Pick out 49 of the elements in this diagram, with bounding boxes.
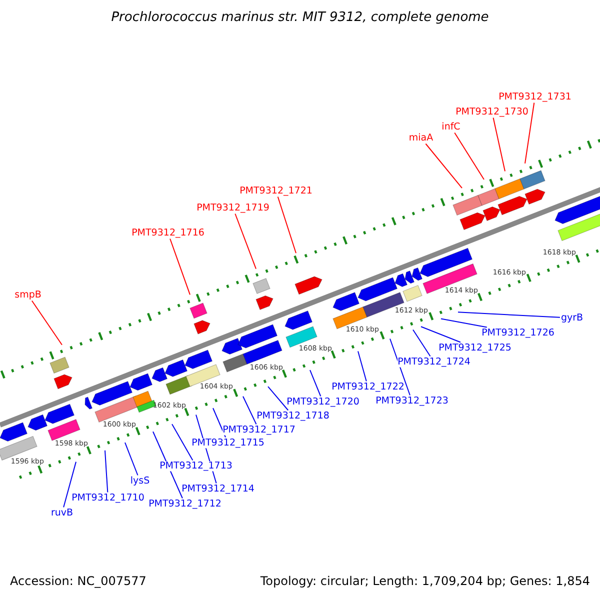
leader-line [242,396,257,425]
gene-label: PMT9312_1723 [376,396,448,406]
gene-label: PMT9312_1720 [286,397,360,407]
gene-label: infC [442,122,460,132]
gene-label: PMT9312_1726 [482,328,554,338]
leader-line [124,442,138,476]
leader-line [420,326,461,343]
leader-line [425,143,462,189]
leader-line [170,238,190,296]
gene-label: miaA [408,133,434,143]
leader-line [104,450,108,493]
gene-label: smpB [14,290,42,300]
leader-line [212,408,226,438]
gene-label: PMT9312_1714 [182,484,254,494]
leader-line [358,350,367,382]
gene-label: PMT9312_1716 [132,228,204,238]
gene-label: PMT9312_1710 [72,493,144,503]
gene-label: PMT9312_1712 [148,499,222,509]
gene-label: lysS [130,476,150,486]
leader-line [454,132,484,180]
leader-line [277,196,296,254]
footer-note: Topology: circular; Length: 1,709,204 bp; Genes: 1,854 [260,574,590,588]
gene-label: PMT9312_1713 [160,461,232,471]
leader-line [524,102,535,164]
gene-label: PMT9312_1718 [256,411,330,421]
leader-line [234,213,256,270]
gene-label: PMT9312_1725 [438,343,512,353]
gene-label: PMT9312_1719 [196,203,270,213]
gene-label: PMT9312_1722 [332,382,404,392]
leader-line [412,329,431,357]
title: Prochlorococcus marinus str. MIT 9312, complete genome [110,10,490,25]
footer-note: Accession: NC_007577 [10,574,146,588]
leader-line [172,424,194,461]
leader-line [390,338,410,396]
gene-label: PMT9312_1730 [456,107,528,117]
leader-line [63,461,76,508]
gene-label: PMT9312_1717 [222,425,296,435]
leader-line [31,300,62,346]
leader-line [440,318,488,328]
gene-label: PMT9312_1715 [192,438,264,448]
leader-line [310,370,322,397]
leader-line [268,386,289,411]
gene-label: gyrB [560,313,584,323]
gene-label: PMT9312_1731 [498,92,572,102]
gene-label: ruvB [50,508,74,518]
gene-label: PMT9312_1724 [398,357,470,367]
leader-line [492,117,506,172]
leader-line [458,312,560,318]
gene-label: PMT9312_1721 [240,186,312,196]
